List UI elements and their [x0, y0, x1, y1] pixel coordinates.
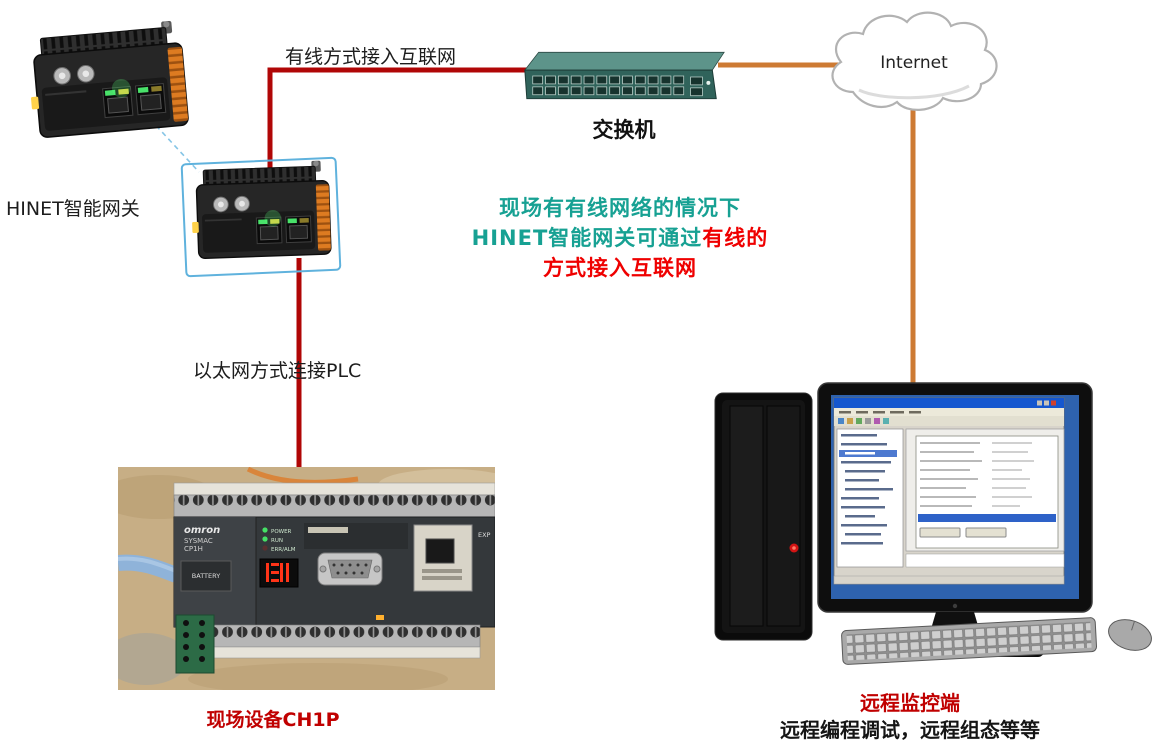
plc-model-text-1: SYSMAC [184, 537, 213, 545]
remote-caption-line1: 远程监控端 [860, 691, 960, 715]
mouse [1108, 619, 1152, 651]
plc-bottom-terminal-strip [213, 624, 481, 648]
remote-caption-line2: 远程编程调试，远程组态等等 [780, 718, 1040, 742]
plc-photo: omron SYSMAC CP1H BATTERY POWER RUN ERR/… [98, 466, 518, 695]
run-led [262, 536, 268, 542]
plc-caption: 现场设备CH1P [206, 709, 340, 731]
note-line-1: 现场有有线网络的情况下 [499, 196, 741, 220]
exp-label: EXP [478, 531, 491, 539]
remote-caption: 远程监控端 远程编程调试，远程组态等等 [745, 690, 1075, 744]
monitor-brand-dot [952, 603, 958, 609]
window-menubar [834, 408, 1064, 416]
window-toolbar [834, 416, 1064, 426]
internet-cloud [818, 6, 1010, 124]
plc-link-label: 以太网方式连接PLC [193, 360, 362, 382]
output-pane [905, 553, 1065, 568]
plc-top-terminal-strip [173, 494, 496, 518]
note-text: 现场有有线网络的情况下 HINET智能网关可通过有线的 方式接入互联网 [440, 193, 800, 283]
remote-computer [700, 378, 1155, 678]
switch-indicator-led [706, 80, 711, 85]
switch-top-face [524, 51, 725, 71]
switch-label: 交换机 [592, 118, 656, 142]
err-led [262, 545, 268, 551]
run-label: RUN [271, 538, 283, 544]
gateway-label: HINET智能网关 [6, 198, 140, 220]
note-line-2: HINET智能网关可通过有线的 [471, 226, 769, 250]
status-bar [833, 575, 1065, 585]
internet-label: Internet [880, 53, 948, 73]
software-window [833, 397, 1065, 585]
switch-ports [532, 75, 703, 97]
selected-row [918, 514, 1056, 522]
err-label: ERR/ALM [271, 547, 296, 553]
note-line-3: 方式接入互联网 [543, 256, 697, 280]
green-terminal-block [175, 614, 215, 674]
computer-tower [714, 392, 813, 641]
battery-compartment [180, 560, 232, 592]
hinet-gateway-device-small [23, 19, 197, 149]
plc-top-label-strip [173, 482, 496, 496]
battery-label: BATTERY [192, 572, 220, 580]
orange-wire [246, 466, 359, 485]
cloud-shape [831, 11, 998, 111]
network-switch [513, 46, 735, 108]
window-titlebar [834, 398, 1064, 408]
keyboard [841, 617, 1098, 665]
hinet-gateway-device-main [188, 159, 339, 268]
rj45-port [425, 538, 455, 564]
wired-link-label: 有线方式接入互联网 [285, 46, 457, 68]
plc-brand-text: omron [184, 525, 220, 536]
power-label: POWER [271, 529, 292, 535]
power-led [262, 527, 268, 533]
plc-model-text-2: CP1H [184, 545, 203, 553]
blue-cable [117, 554, 179, 583]
computer-monitor [817, 382, 1093, 613]
